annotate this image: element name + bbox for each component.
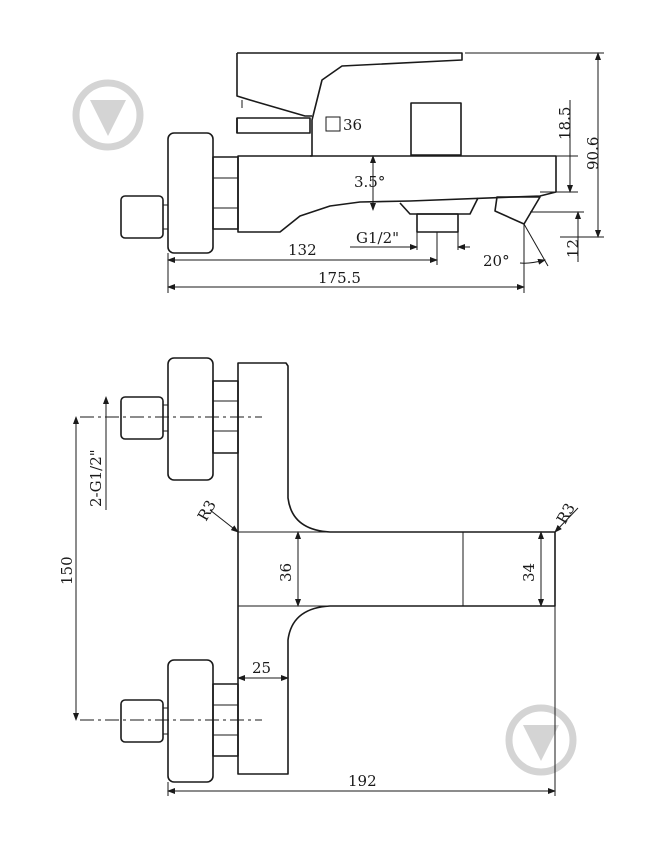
diverter-block [410, 102, 462, 156]
dim-handle-height: 18.5 [556, 107, 574, 140]
dim-inlets: 2-G1/2" [87, 449, 105, 507]
dim-total-width: 192 [348, 772, 377, 790]
watermark-top-left [72, 79, 144, 151]
wall-flange [167, 132, 214, 254]
square-symbol [325, 116, 341, 132]
front-view: R3 R3 36 34 25 150 2-G1/2" 192 [58, 357, 579, 796]
dim-length-total: 175.5 [318, 269, 361, 287]
dim-spout-height: 34 [520, 563, 538, 582]
dim-radius-left: R3 [194, 497, 220, 524]
dim-body-angle: 3.5° [354, 173, 385, 191]
dim-outlet: G1/2" [356, 229, 399, 247]
dim-stem-width: 25 [252, 659, 271, 677]
dim-spout-height: 12 [564, 239, 582, 258]
outlet-connector [416, 213, 459, 233]
dim-inlet-spacing: 150 [58, 556, 76, 585]
watermark-bottom-right [505, 704, 577, 776]
faucet-body-front [237, 362, 556, 775]
dim-radius-right: R3 [553, 500, 579, 527]
dim-body-height: 36 [277, 563, 295, 582]
lever-handle [237, 52, 463, 157]
dim-spout-angle: 20° [483, 252, 510, 270]
dim-square: 36 [343, 116, 362, 134]
dim-length-inner: 132 [288, 241, 317, 259]
upper-wall-flange [167, 357, 214, 481]
lower-inlet-nut [120, 699, 164, 743]
top-view: 36 3.5° G1/2" 132 175.5 20° 18.5 90.6 [120, 52, 604, 293]
spout-body [297, 531, 464, 607]
hex-nut [212, 156, 239, 230]
faucet-body [237, 155, 557, 233]
spout-tip [494, 196, 541, 225]
lower-wall-flange [167, 659, 214, 783]
cartridge-cap [236, 117, 311, 134]
upper-inlet-nut [120, 396, 164, 440]
inlet-nut [120, 195, 164, 239]
dim-total-height: 90.6 [584, 137, 602, 170]
